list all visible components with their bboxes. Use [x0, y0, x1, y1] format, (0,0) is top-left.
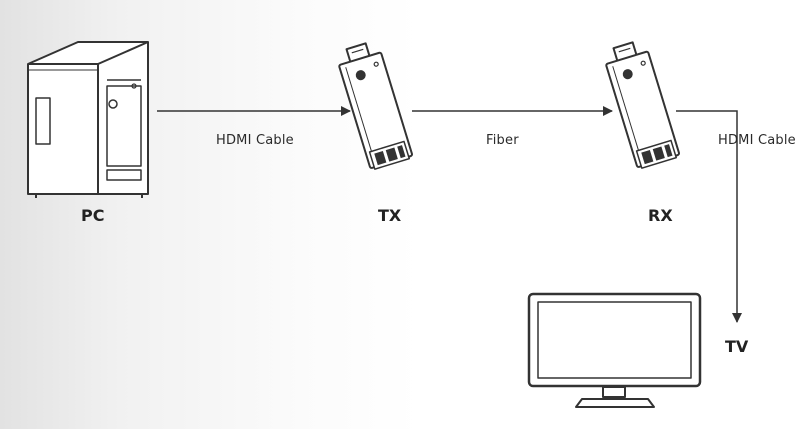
tv-monitor-icon	[527, 292, 702, 408]
tv-label: TV	[725, 337, 749, 356]
rx-to-tv-connector	[676, 110, 742, 323]
pc-label: PC	[81, 206, 105, 225]
rx-label: RX	[648, 206, 673, 225]
rx-tv-link-label: HDMI Cable	[718, 133, 796, 148]
rx-receiver-icon	[605, 41, 680, 169]
tx-transmitter-icon	[338, 42, 413, 170]
tx-label: TX	[378, 206, 402, 225]
pc-tx-link-label: HDMI Cable	[216, 133, 294, 148]
pc-tower-icon	[27, 41, 149, 198]
tx-rx-link-label: Fiber	[486, 133, 519, 148]
